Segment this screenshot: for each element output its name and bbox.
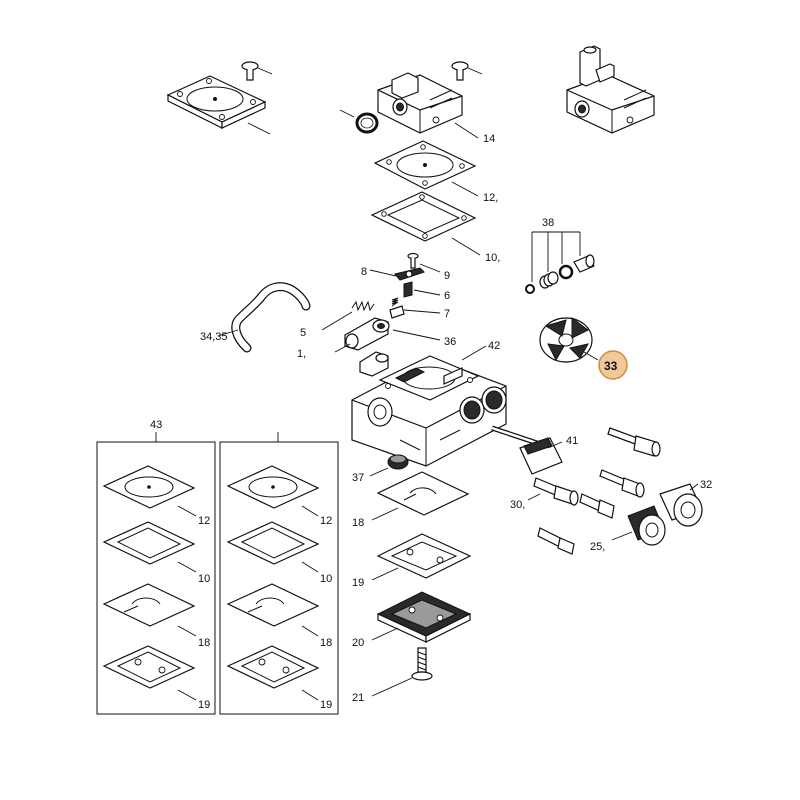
callout-34-35: 1, (297, 348, 306, 360)
callout-33: 41 (566, 435, 578, 447)
kit-43-label: 43 (150, 419, 162, 431)
spring-7: 7 (389, 297, 450, 320)
callout-18: 18 (352, 517, 364, 529)
needle-screw-right (579, 493, 615, 519)
callout-19: 19 (352, 577, 364, 589)
screw-9: 9 (407, 252, 450, 282)
kit-43-item-12: 12 (198, 515, 210, 527)
kit-43-item-10: 10 (198, 573, 210, 585)
pump-cover-left (166, 75, 271, 135)
callout-36: 5 (300, 327, 306, 339)
callout-21: 21 (352, 692, 364, 704)
limiter-cap-25: 32 (659, 479, 712, 527)
kit-41: 38 (525, 217, 595, 294)
kit-2-item-10: 10 (320, 573, 332, 585)
callout-41: 38 (542, 217, 554, 229)
callout-7: 7 (444, 308, 450, 320)
kit-box-second: 12 10 18 19 (219, 432, 339, 715)
screen-37: 37 (352, 454, 409, 484)
callout-1: 42 (488, 340, 500, 352)
part-38: 33 (539, 317, 628, 380)
o-ring (339, 109, 379, 134)
callout-6: 6 (444, 290, 450, 302)
callout-12: 12, (483, 192, 498, 204)
adjusting-screw-top (607, 427, 661, 457)
highlight-38[interactable] (598, 350, 628, 380)
callout-10: 10, (485, 252, 500, 264)
kit-43-item-18: 18 (198, 637, 210, 649)
callout-14: 14 (483, 133, 495, 145)
fuel-hose-42: 34,35 (200, 282, 311, 353)
callout-42: 34,35 (200, 331, 228, 343)
callout-38[interactable]: 33 (604, 359, 618, 373)
callout-25: 32 (700, 479, 712, 491)
kit-2-item-19: 19 (320, 699, 332, 711)
gasket-18: 18 (352, 471, 470, 529)
screw-top-left (241, 61, 273, 81)
adjusting-screw-mid (599, 469, 645, 498)
needle-screw-left (537, 527, 575, 555)
callout-9: 9 (444, 270, 450, 282)
inlet-lever-8: 8 (361, 266, 425, 281)
screw-21: 21 (352, 647, 433, 704)
callout-8: 8 (361, 266, 367, 278)
kit-box-43: 43 12 10 18 19 (96, 419, 216, 715)
valve-34-35: 1, 36 (297, 317, 456, 360)
cover-20: 20 (352, 591, 472, 649)
gasket-10: 10, (370, 191, 500, 264)
spring-41 (539, 271, 559, 289)
callout-20: 20 (352, 637, 364, 649)
spring-36: 5 (300, 300, 375, 339)
limiter-cap-30: 25, (590, 505, 666, 553)
pump-cover-right (566, 45, 655, 134)
kit-43-item-19: 19 (198, 699, 210, 711)
kit-2-item-12: 12 (320, 515, 332, 527)
shaft-33: 41 (491, 425, 578, 475)
diaphragm-12: 12, (373, 140, 498, 204)
callout-37: 37 (352, 472, 364, 484)
callout-5: 36 (444, 336, 456, 348)
kit-2-item-18: 18 (320, 637, 332, 649)
pin-6: 6 (403, 281, 450, 302)
carburetor-body-1: 42 (351, 340, 507, 467)
screw-32: 30, (510, 477, 579, 511)
diaphragm-19: 19 (352, 533, 472, 589)
callout-30: 25, (590, 541, 605, 553)
callout-32: 30, (510, 499, 525, 511)
pump-cover-center: 14 (377, 61, 495, 145)
